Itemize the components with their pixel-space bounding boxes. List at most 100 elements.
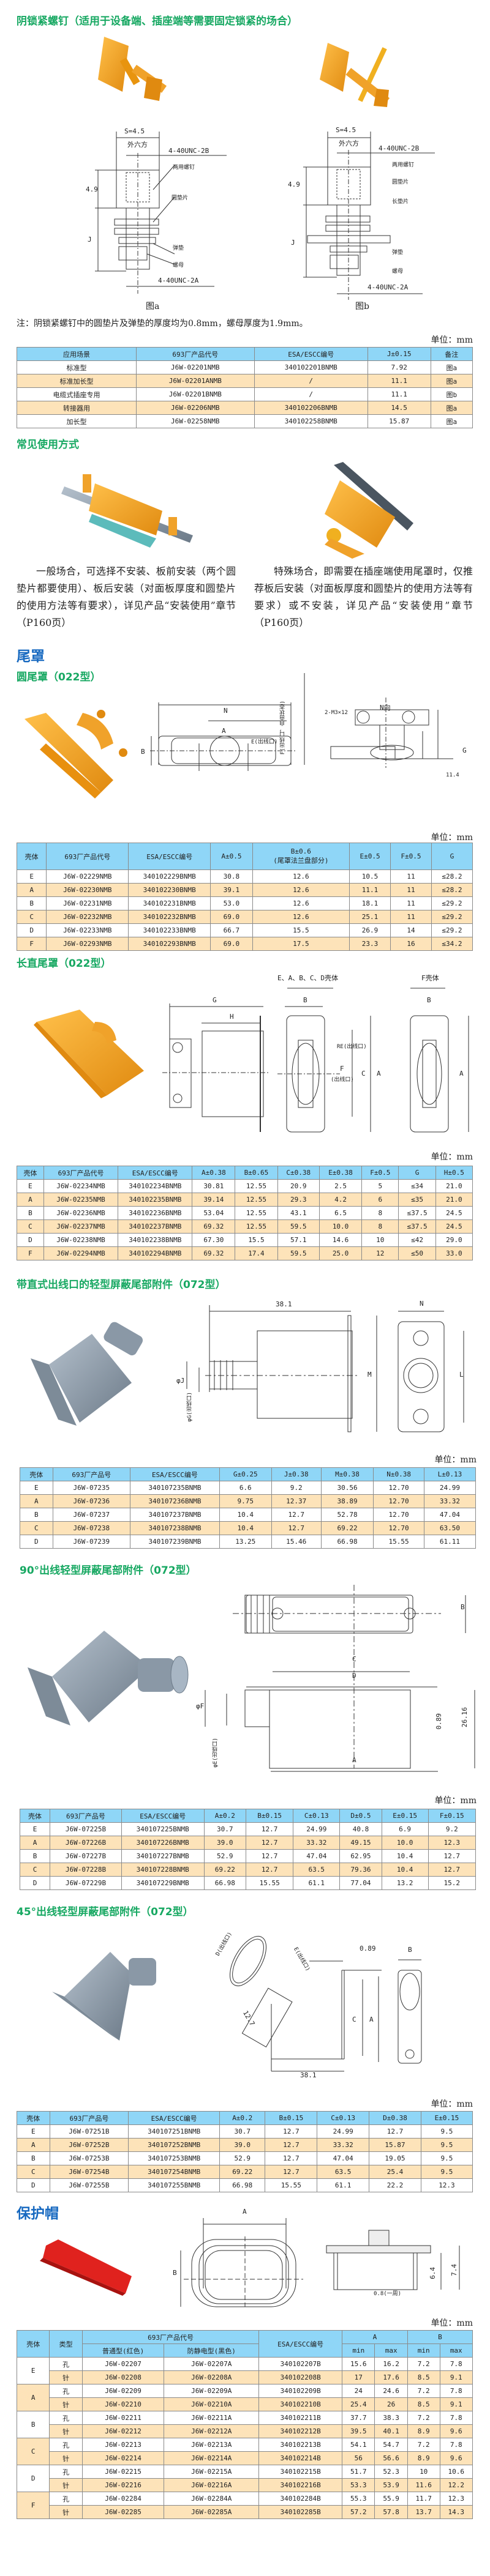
fig-b-s: S=4.5 (336, 126, 356, 134)
table-cell: 18.1 (349, 896, 391, 910)
table-cell: C (20, 1521, 53, 1535)
table-cell: 12.7 (265, 2138, 318, 2152)
table-cell: 孔 (49, 2465, 83, 2479)
table-cell: 12.55 (235, 1179, 278, 1193)
table-cell: ≤28.2 (431, 869, 473, 884)
cap-h2: 7.4 (450, 2264, 458, 2276)
table-cell: 10.5 (349, 869, 391, 884)
table-cell: 14.3 (439, 2505, 473, 2519)
table-cell: 6 (361, 1193, 399, 1207)
table-cell: D (17, 2178, 50, 2192)
table-cell: 24.99 (293, 1822, 341, 1836)
column-header: E±0.38 (318, 1166, 363, 1180)
fig-b-long-washer: 长垫片 (392, 199, 409, 205)
table-cell: 17.4 (235, 1246, 278, 1260)
table-cell: 340107251BNMB (128, 2124, 221, 2139)
table-cell: 24.5 (435, 1206, 473, 1220)
column-header-antistatic: 防静电型(黑色) (164, 2343, 260, 2358)
table-cell: 340102238BNMB (118, 1233, 193, 1247)
table-cell: 30.7 (203, 1822, 246, 1836)
table-cell: 12.7 (245, 1849, 294, 1863)
angle90-d: D (352, 1672, 356, 1680)
table-cell: J6W-07226B (50, 1836, 122, 1850)
table-cell: 39.1 (210, 883, 253, 897)
table-cell: 38.89 (320, 1494, 374, 1508)
column-header: G±0.25 (219, 1467, 272, 1481)
table-cell: 77.04 (339, 1876, 382, 1890)
panel-mount-render (61, 474, 193, 548)
tail-cover-mount-render (325, 462, 413, 559)
table-cell: 340102215B (258, 2465, 343, 2479)
table-cell: 转接器用 (17, 401, 137, 415)
table-cell: 11.1 (367, 374, 431, 388)
angle45-len: 38.1 (300, 2071, 317, 2079)
table-cell: 340102237BNMB (118, 1219, 193, 1234)
column-header: A±0.5 (210, 843, 253, 870)
column-header: C±0.13 (293, 1809, 341, 1823)
cap-wall: 0.8(一周) (374, 2291, 402, 2297)
table-cell: J6W-07254B (49, 2165, 129, 2179)
table-cell: 56 (342, 2451, 375, 2465)
table-cell: J6W-07253B (49, 2151, 129, 2165)
table-cell: J6W-02212A (164, 2424, 260, 2438)
table-cell: 66.98 (203, 1876, 246, 1890)
table-cell: 47.04 (293, 1849, 341, 1863)
table-cell: 53.9 (374, 2478, 408, 2492)
table-cell: 12.7 (271, 1521, 322, 1535)
table-cell: ≤34.2 (431, 937, 473, 951)
table-cell: 340102210B (258, 2397, 343, 2411)
table-cell: 340102216B (258, 2478, 343, 2492)
table-cell: 15.55 (245, 1876, 294, 1890)
usage-right-text: 特殊场合，即需要在插座端使用尾罩时，仅推荐板后安装（对面板厚度和圆垫片的使用方法… (254, 565, 473, 628)
table-cell: 2.5 (318, 1179, 363, 1193)
table-cell: J6W-02284A (164, 2492, 260, 2506)
table-cell: 24.99 (317, 2124, 370, 2139)
table-cell: 340107254BNMB (128, 2165, 221, 2179)
table-cell: 340107253BNMB (128, 2151, 221, 2165)
table-cell: 8 (361, 1206, 399, 1220)
protective-cap-unit: 单位：mm (431, 2318, 473, 2328)
fig-a-spring: 弹垫 (173, 245, 184, 251)
round-tail-n: N (224, 707, 228, 715)
straight-shield-len: 38.1 (276, 1300, 292, 1308)
tail-cover-heading: 尾罩 (17, 648, 45, 664)
table-cell: 53.3 (342, 2478, 375, 2492)
table-cell: 340102229BNMB (128, 869, 211, 884)
table-cell: 340107235BNMB (130, 1481, 220, 1495)
round-tail-f: F(出线口，自由状态) (280, 701, 286, 755)
table-cell: 19.05 (369, 2151, 421, 2165)
long-tail-a2: A (459, 1070, 464, 1078)
table-cell: 7.2 (407, 2357, 440, 2371)
table-cell: 15.5 (252, 923, 350, 937)
column-header: ESA/ESCC编号 (121, 1809, 205, 1823)
table-cell: ≤29.2 (431, 923, 473, 937)
long-tail-f-sub: (出线口) (331, 1077, 354, 1083)
table-cell: 针 (49, 2478, 83, 2492)
table-cell: 15.87 (369, 2138, 421, 2152)
fig-b-screw: 两用螺钉 (392, 162, 415, 168)
column-header: ESA/ESCC编号 (130, 1467, 220, 1481)
column-header: E±0.5 (349, 843, 391, 870)
table-cell: ≤28.2 (431, 883, 473, 897)
angle90-shield-heading: 90°出线轻型屏蔽尾部附件（072型） (20, 1565, 197, 1577)
table-cell: 13.7 (407, 2505, 440, 2519)
table-cell: 57.8 (374, 2505, 408, 2519)
column-header-type: 类型 (49, 2330, 83, 2358)
table-cell: 340102212B (258, 2424, 343, 2438)
column-header: 693厂产品代号 (43, 1166, 119, 1180)
column-header: ESA/ESCC编号 (128, 2111, 221, 2125)
column-header-normal: 普通型(红色) (81, 2343, 165, 2358)
round-tail-unit: 单位：mm (431, 833, 473, 843)
